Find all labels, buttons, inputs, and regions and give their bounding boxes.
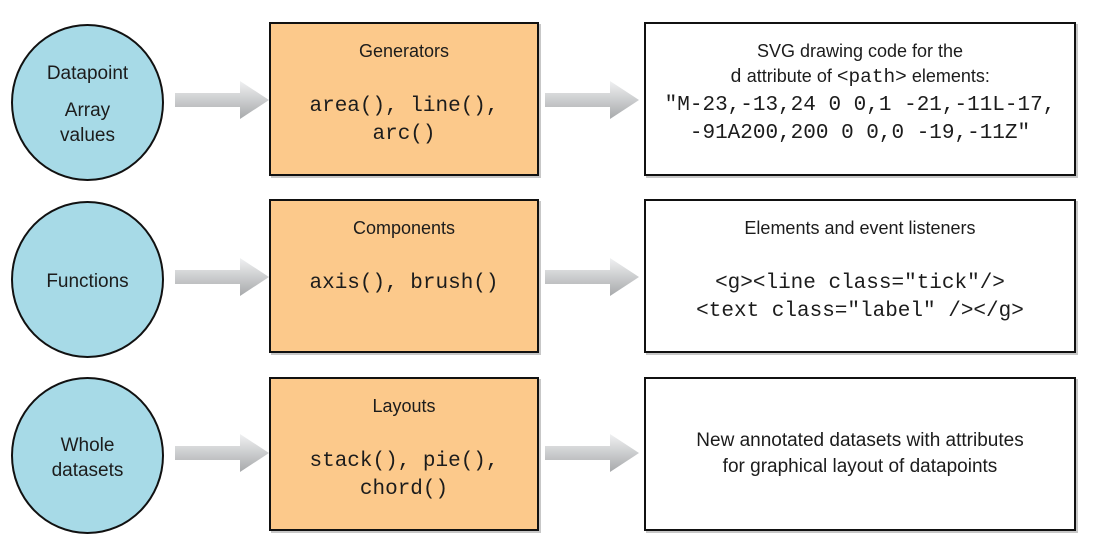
process-box-components: Components axis(), brush()	[269, 199, 539, 353]
flow-arrow-icon	[175, 258, 269, 296]
circle-label: Functions	[46, 271, 129, 292]
process-box-generators: Generators area(), line(), arc()	[269, 22, 539, 176]
process-box-title: Components	[352, 218, 456, 238]
flow-arrow-icon	[545, 81, 639, 119]
circle-label: Whole datasets	[51, 434, 124, 481]
output-box-body: New annotated datasets with attributes f…	[696, 430, 1024, 477]
process-box-title: Generators	[358, 41, 450, 61]
process-box-title: Layouts	[372, 396, 436, 416]
output-box-code: "M-23,-13,24 0 0,1 -21,-11L-17, -91A200,…	[664, 94, 1056, 145]
output-box-title: Elements and event listeners	[744, 218, 976, 238]
input-circle-datapoint: Datapoint Array values	[11, 24, 164, 181]
input-circle-datasets: Whole datasets	[11, 377, 164, 534]
flow-arrow-icon	[175, 434, 269, 472]
flow-arrow-icon	[545, 258, 639, 296]
process-box-code: stack(), pie(), chord()	[309, 450, 499, 501]
output-box-svg-code: SVG drawing code for the d attribute of …	[644, 22, 1076, 176]
output-box-code: <g><line class="tick"/> <text class="lab…	[696, 272, 1024, 323]
process-box-code: area(), line(), arc()	[309, 95, 499, 146]
flow-arrow-icon	[175, 81, 269, 119]
circle-sublabel: Array values	[60, 100, 115, 146]
output-box-annotated-datasets: New annotated datasets with attributes f…	[644, 377, 1076, 531]
process-box-code: axis(), brush()	[309, 272, 499, 295]
circle-label: Datapoint	[46, 63, 129, 84]
inline-code: d	[730, 66, 742, 88]
input-circle-functions: Functions	[11, 201, 164, 358]
inline-code: <path>	[836, 66, 907, 88]
process-box-layouts: Layouts stack(), pie(), chord()	[269, 377, 539, 531]
output-box-elements: Elements and event listeners <g><line cl…	[644, 199, 1076, 353]
flow-arrow-icon	[545, 434, 639, 472]
output-box-title: SVG drawing code for the d attribute of …	[730, 41, 990, 88]
